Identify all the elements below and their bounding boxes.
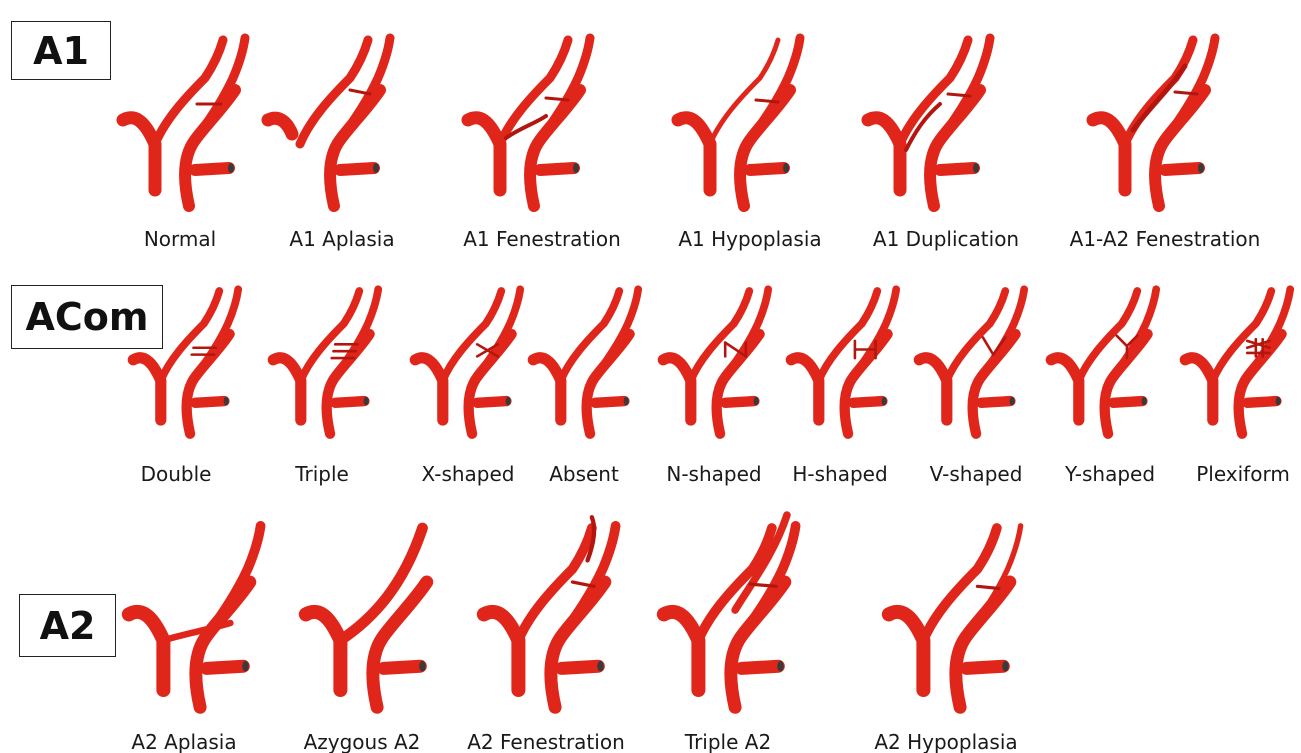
variant-caption-plexiform: Plexiform bbox=[1196, 462, 1290, 486]
variant-caption-n-shaped: N-shaped bbox=[666, 462, 761, 486]
variant-caption-absent: Absent bbox=[549, 462, 619, 486]
variant-caption-a2-fenestration: A2 Fenestration bbox=[467, 730, 625, 753]
vessel-figure-absent bbox=[533, 289, 638, 433]
variant-caption-a1-fenestration: A1 Fenestration bbox=[463, 227, 621, 251]
variant-caption-normal: Normal bbox=[144, 227, 216, 251]
vessel-figure-a2-hypoplasia bbox=[889, 526, 1021, 707]
variant-caption-y-shaped: Y-shaped bbox=[1064, 462, 1155, 486]
vessel-figure-a1-fenestration bbox=[468, 38, 590, 206]
vessel-figure-a1-duplication bbox=[868, 38, 990, 206]
variant-caption-double: Double bbox=[141, 462, 212, 486]
vessel-figure-double bbox=[133, 289, 238, 433]
variant-caption-a2-aplasia: A2 Aplasia bbox=[131, 730, 236, 753]
vessel-figure-y-shaped bbox=[1051, 289, 1156, 433]
vessel-figure-azygous-a2 bbox=[306, 528, 427, 707]
vessel-figure-a1-hypoplasia bbox=[678, 38, 800, 206]
variant-caption-triple-a2: Triple A2 bbox=[684, 730, 771, 753]
variant-caption-x-shaped: X-shaped bbox=[422, 462, 515, 486]
vessel-figure-a1-a2-fenestration bbox=[1093, 38, 1215, 206]
variant-caption-v-shaped: V-shaped bbox=[930, 462, 1023, 486]
vessel-figure-x-shaped bbox=[415, 289, 520, 433]
vessel-figure-triple-a2 bbox=[664, 515, 796, 707]
vessel-figure-plexiform bbox=[1185, 289, 1290, 433]
variant-caption-a1-aplasia: A1 Aplasia bbox=[289, 227, 394, 251]
vessel-figure-triple bbox=[273, 289, 378, 433]
vessel-figure-h-shaped bbox=[791, 289, 896, 433]
variant-caption-a1-hypoplasia: A1 Hypoplasia bbox=[678, 227, 821, 251]
vessel-figure-normal bbox=[123, 38, 245, 206]
variant-caption-a1-a2-fenestration: A1-A2 Fenestration bbox=[1070, 227, 1261, 251]
variant-caption-a1-duplication: A1 Duplication bbox=[873, 227, 1019, 251]
vessel-figure-v-shaped bbox=[919, 289, 1024, 433]
variant-caption-triple: Triple bbox=[294, 462, 349, 486]
variant-caption-h-shaped: H-shaped bbox=[792, 462, 887, 486]
vessel-figure-n-shaped bbox=[663, 289, 768, 433]
vessel-figure-a2-fenestration bbox=[484, 517, 616, 707]
vessel-figure-a1-aplasia bbox=[268, 38, 390, 206]
variant-caption-a2-hypoplasia: A2 Hypoplasia bbox=[874, 730, 1017, 753]
vessel-figure-a2-aplasia bbox=[129, 526, 261, 707]
variant-caption-azygous-a2: Azygous A2 bbox=[304, 730, 421, 753]
